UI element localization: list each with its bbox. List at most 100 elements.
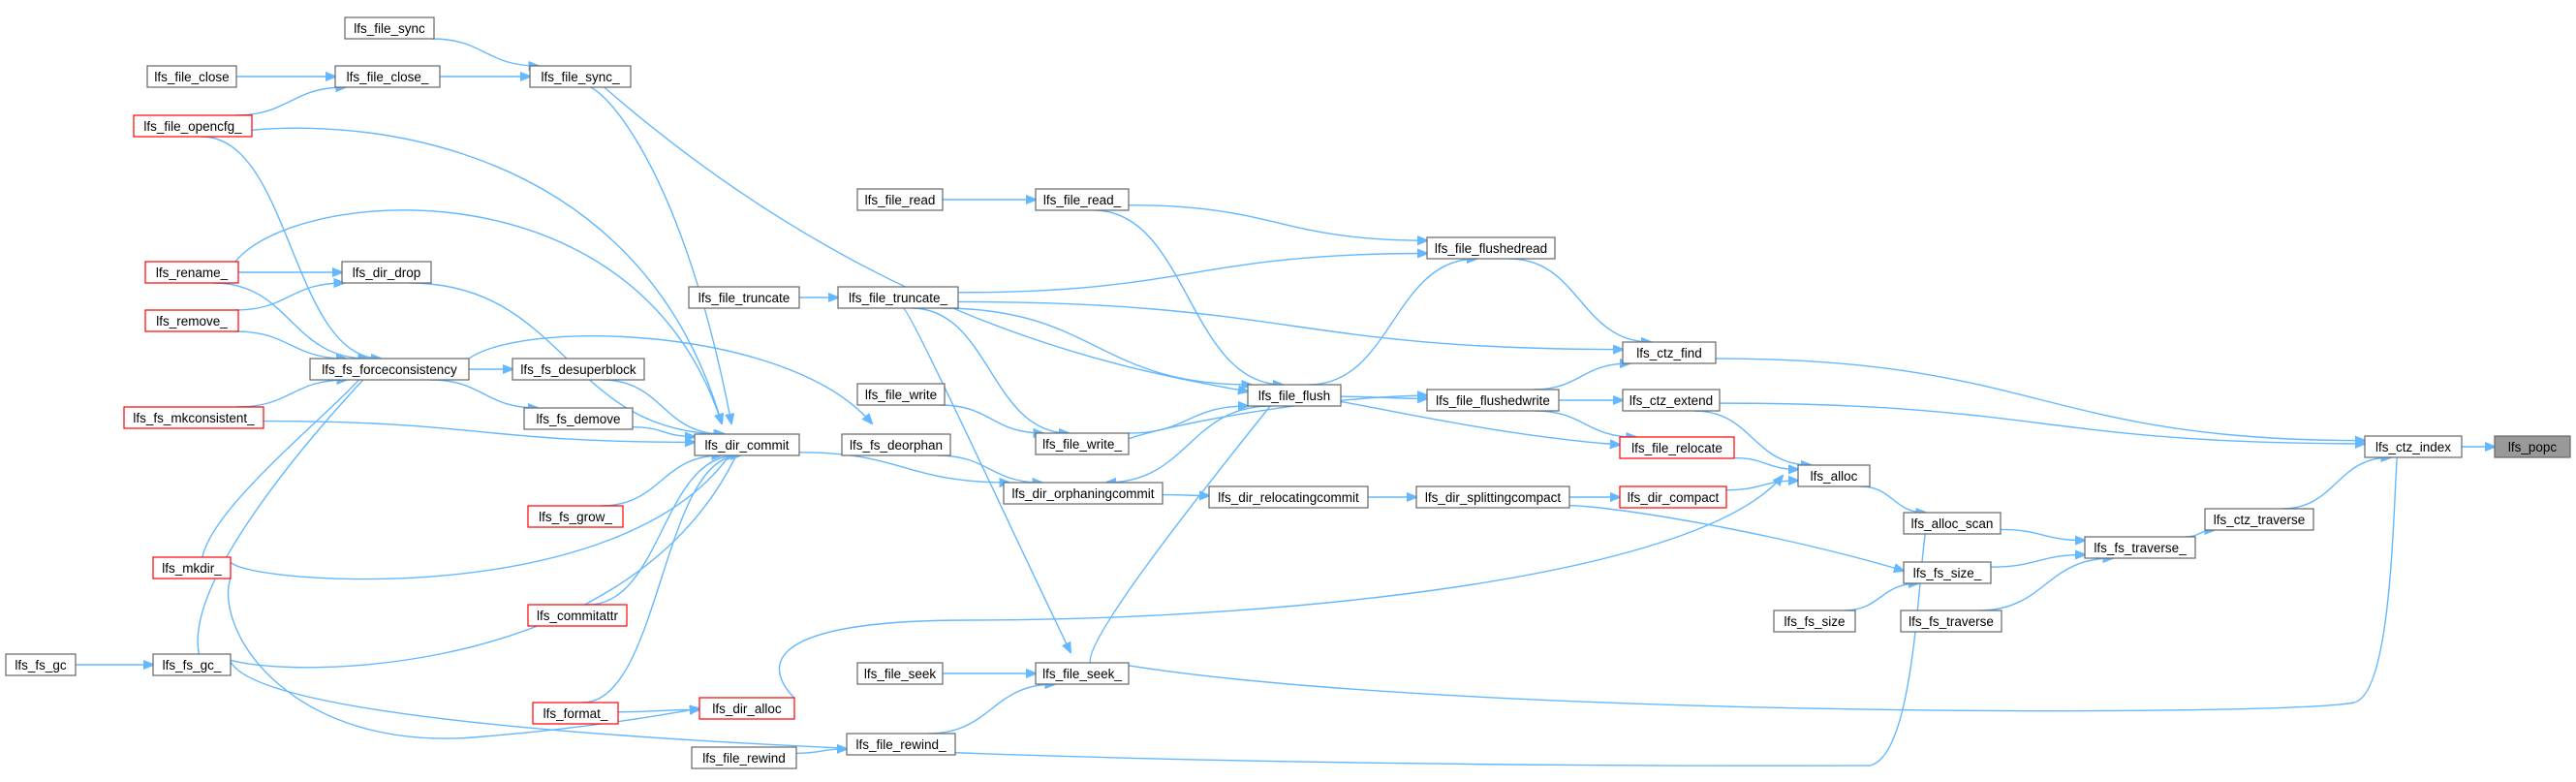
edge-lfs_fs_size_-to-lfs_fs_traverse_ <box>1990 554 2085 568</box>
node-label: lfs_file_opencfg_ <box>143 119 242 134</box>
node-lfs_ctz_extend[interactable]: lfs_ctz_extend <box>1622 389 1721 412</box>
node-lfs_fs_demove[interactable]: lfs_fs_demove <box>523 407 634 430</box>
node-box <box>856 383 946 406</box>
node-label: lfs_fs_size_ <box>1913 566 1982 580</box>
node-lfs_file_flushedwrite[interactable]: lfs_file_flushedwrite <box>1426 389 1560 412</box>
node-lfs_file_read_[interactable]: lfs_file_read_ <box>1035 188 1130 211</box>
edge-lfs_file_read_-to-lfs_file_flushedread <box>1128 203 1427 240</box>
node-label: lfs_fs_demove <box>536 412 620 426</box>
node-lfs_ctz_traverse[interactable]: lfs_ctz_traverse <box>2204 508 2314 531</box>
node-lfs_fs_forceconsistency[interactable]: lfs_fs_forceconsistency <box>309 358 470 381</box>
node-lfs_ctz_find[interactable]: lfs_ctz_find <box>1622 341 1717 364</box>
node-label: lfs_ctz_traverse <box>2214 513 2306 527</box>
node-lfs_dir_compact[interactable]: lfs_dir_compact <box>1619 485 1727 509</box>
node-lfs_file_read[interactable]: lfs_file_read <box>856 188 944 211</box>
node-lfs_file_seek[interactable]: lfs_file_seek <box>856 662 944 685</box>
edge-lfs_file_relocate-to-lfs_alloc <box>1733 456 1798 470</box>
edge-lfs_remove_-to-lfs_dir_drop <box>234 283 344 311</box>
node-label: lfs_rename_ <box>156 266 229 280</box>
node-lfs_format_[interactable]: lfs_format_ <box>532 702 619 725</box>
node-label: lfs_fs_forceconsistency <box>322 362 457 377</box>
node-lfs_file_flushedread[interactable]: lfs_file_flushedread <box>1426 236 1556 260</box>
edge-lfs_file_sync_-to-lfs_dir_commit <box>584 85 731 423</box>
edge-lfs_file_flushedwrite-to-lfs_ctz_find <box>1532 363 1629 391</box>
node-box <box>341 261 432 284</box>
edge-lfs_file_truncate_-to-lfs_ctz_find <box>957 300 1623 349</box>
edge-lfs_dir_compact-to-lfs_alloc <box>1725 481 1798 491</box>
node-lfs_dir_relocatingcommit[interactable]: lfs_dir_relocatingcommit <box>1208 485 1369 509</box>
edge-lfs_fs_grow_-to-lfs_dir_commit <box>601 455 721 507</box>
node-box <box>144 309 239 332</box>
node-lfs_file_close_[interactable]: lfs_file_close_ <box>334 65 441 88</box>
node-lfs_popc[interactable]: lfs_popc <box>2494 435 2571 458</box>
node-lfs_fs_size_[interactable]: lfs_fs_size_ <box>1903 561 1992 584</box>
node-box <box>5 653 77 676</box>
node-label: lfs_file_seek_ <box>1042 667 1122 681</box>
node-box <box>2084 536 2196 559</box>
node-box <box>133 114 253 138</box>
node-lfs_dir_splittingcompact[interactable]: lfs_dir_splittingcompact <box>1415 485 1570 509</box>
node-lfs_dir_alloc[interactable]: lfs_dir_alloc <box>698 697 795 720</box>
node-lfs_alloc[interactable]: lfs_alloc <box>1797 464 1871 487</box>
node-lfs_file_sync[interactable]: lfs_file_sync <box>344 16 435 40</box>
node-box <box>698 697 795 720</box>
node-label: lfs_dir_commit <box>704 438 789 453</box>
edge-lfs_file_sync-to-lfs_file_sync_ <box>431 38 538 66</box>
node-lfs_alloc_scan[interactable]: lfs_alloc_scan <box>1903 512 2002 535</box>
node-lfs_fs_gc_[interactable]: lfs_fs_gc_ <box>152 653 232 676</box>
node-lfs_file_close[interactable]: lfs_file_close <box>146 65 237 88</box>
node-lfs_file_write[interactable]: lfs_file_write <box>856 383 946 406</box>
node-box <box>334 65 441 88</box>
node-label: lfs_ctz_extend <box>1629 393 1713 408</box>
node-lfs_fs_size[interactable]: lfs_fs_size <box>1773 610 1856 633</box>
node-lfs_file_rewind[interactable]: lfs_file_rewind <box>691 746 797 769</box>
node-lfs_fs_mkconsistent_[interactable]: lfs_fs_mkconsistent_ <box>123 406 264 429</box>
node-box <box>344 16 435 40</box>
node-lfs_dir_drop[interactable]: lfs_dir_drop <box>341 261 432 284</box>
node-lfs_file_seek_[interactable]: lfs_file_seek_ <box>1035 662 1130 685</box>
node-label: lfs_fs_size <box>1784 614 1845 629</box>
edge-lfs_fs_gc_-to-lfs_fs_forceconsistency <box>197 369 373 655</box>
edge-lfs_fs_demove-to-lfs_dir_commit <box>632 425 695 437</box>
node-lfs_fs_gc[interactable]: lfs_fs_gc <box>5 653 77 676</box>
node-lfs_file_truncate[interactable]: lfs_file_truncate <box>688 286 800 309</box>
node-label: lfs_fs_mkconsistent_ <box>133 411 255 425</box>
node-label: lfs_format_ <box>543 706 608 721</box>
node-lfs_mkdir_[interactable]: lfs_mkdir_ <box>152 556 232 579</box>
node-lfs_fs_traverse_[interactable]: lfs_fs_traverse_ <box>2084 536 2196 559</box>
edge-lfs_file_rewind-to-lfs_file_rewind_ <box>795 749 847 753</box>
node-lfs_file_rewind_[interactable]: lfs_file_rewind_ <box>846 733 956 756</box>
node-box <box>2494 435 2571 458</box>
edge-lfs_remove_-to-lfs_fs_forceconsistency <box>234 330 346 359</box>
node-label: lfs_file_rewind_ <box>855 737 947 752</box>
node-lfs_file_write_[interactable]: lfs_file_write_ <box>1035 432 1130 455</box>
node-lfs_file_truncate_[interactable]: lfs_file_truncate_ <box>837 286 959 309</box>
node-label: lfs_dir_orphaningcommit <box>1011 486 1154 501</box>
node-label: lfs_dir_splittingcompact <box>1425 490 1562 505</box>
node-label: lfs_fs_gc <box>15 658 67 673</box>
node-lfs_fs_grow_[interactable]: lfs_fs_grow_ <box>527 505 624 528</box>
node-box <box>529 65 632 88</box>
edge-lfs_file_write_-to-lfs_file_flush <box>1128 406 1248 434</box>
node-lfs_remove_[interactable]: lfs_remove_ <box>144 309 239 332</box>
node-lfs_file_sync_[interactable]: lfs_file_sync_ <box>529 65 632 88</box>
node-lfs_file_relocate[interactable]: lfs_file_relocate <box>1619 436 1735 459</box>
node-label: lfs_file_rewind <box>702 751 786 766</box>
node-lfs_fs_deorphan[interactable]: lfs_fs_deorphan <box>841 433 951 456</box>
node-lfs_rename_[interactable]: lfs_rename_ <box>144 261 239 284</box>
node-lfs_commitattr[interactable]: lfs_commitattr <box>527 604 628 627</box>
edge-lfs_fs_size-to-lfs_fs_size_ <box>1844 583 1918 611</box>
node-lfs_fs_desuperblock[interactable]: lfs_fs_desuperblock <box>512 358 645 381</box>
node-label: lfs_dir_compact <box>1628 490 1720 505</box>
node-box <box>1622 341 1717 364</box>
edge-lfs_ctz_extend-to-lfs_ctz_index <box>1719 402 2365 444</box>
node-lfs_file_flush[interactable]: lfs_file_flush <box>1247 384 1342 407</box>
node-label: lfs_mkdir_ <box>162 561 222 576</box>
node-lfs_ctz_index[interactable]: lfs_ctz_index <box>2364 435 2463 458</box>
node-lfs_dir_commit[interactable]: lfs_dir_commit <box>694 433 800 456</box>
node-lfs_fs_traverse[interactable]: lfs_fs_traverse <box>1900 610 2002 633</box>
node-lfs_dir_orphaningcommit[interactable]: lfs_dir_orphaningcommit <box>1003 482 1164 505</box>
node-lfs_file_opencfg_[interactable]: lfs_file_opencfg_ <box>133 114 253 138</box>
edge-lfs_file_flush-to-lfs_file_flushedread <box>1308 259 1477 386</box>
node-box <box>146 65 237 88</box>
